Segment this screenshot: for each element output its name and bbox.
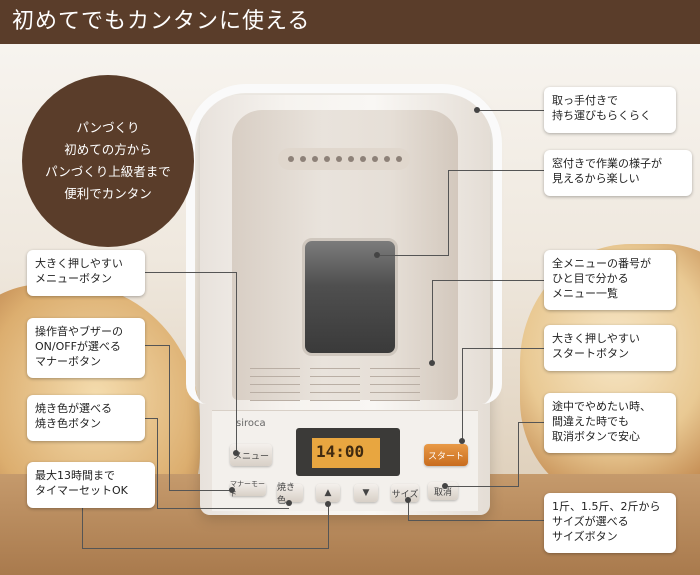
leader-menu-v: [236, 272, 237, 452]
leader-window: [448, 170, 546, 171]
leader-cancel-h: [446, 486, 519, 487]
leader-crust-dot: [286, 500, 292, 506]
leader-size: [408, 520, 546, 521]
leader-cancel-v: [518, 422, 519, 486]
leader-start-v: [462, 348, 463, 440]
callout-menu-button: 大きく押しやすい メニューボタン: [27, 250, 145, 296]
timer-up-button[interactable]: ▲: [316, 484, 340, 502]
callout-crust-button: 焼き色が選べる 焼き色ボタン: [27, 395, 145, 441]
callout-timer: 最大13時間まで タイマーセットOK: [27, 462, 155, 508]
leader-menulist-dot: [429, 360, 435, 366]
leader-menu: [140, 272, 236, 273]
leader-start: [462, 348, 546, 349]
leader-handle-dot: [474, 107, 480, 113]
header-banner: 初めてでもカンタンに使える: [0, 0, 700, 44]
callout-cancel-button: 途中でやめたい時、 間違えた時でも 取消ボタンで安心: [544, 393, 676, 453]
leader-timer-v: [82, 508, 83, 548]
leader-crust-v: [157, 418, 158, 508]
callout-menu-list: 全メニューの番号が ひと目で分かる メニュー一覧: [544, 250, 676, 310]
intro-bubble: パンづくり 初めての方から パンづくり上級者まで 便利でカンタン: [22, 75, 194, 247]
leader-menulist-v: [432, 280, 433, 362]
crust-button[interactable]: 焼き色: [277, 483, 303, 506]
leader-window-h: [380, 255, 449, 256]
start-button[interactable]: スタート: [424, 444, 468, 466]
lcd-time: 14:00: [316, 442, 365, 461]
lcd-screen: [312, 438, 380, 468]
leader-crust-h: [157, 508, 289, 509]
leader-manner-h: [169, 490, 231, 491]
leader-start-dot: [459, 438, 465, 444]
leader-window-dot: [374, 252, 380, 258]
leader-size-v: [408, 500, 409, 521]
leader-manner-v: [169, 345, 170, 490]
leader-window-v: [448, 170, 449, 256]
leader-crust: [145, 418, 157, 419]
callout-manner-button: 操作音やブザーの ON/OFFが選べる マナーボタン: [27, 318, 145, 378]
brand-logo: siroca: [236, 418, 266, 429]
viewing-window: [302, 238, 398, 356]
leader-handle: [478, 110, 546, 111]
leader-manner-dot: [229, 487, 235, 493]
leader-manner: [145, 345, 169, 346]
leader-timer-h: [82, 548, 328, 549]
leader-timer-v2: [328, 504, 329, 549]
menu-list-print: [250, 364, 440, 408]
leader-cancel-dot: [442, 483, 448, 489]
leader-cancel: [518, 422, 546, 423]
steam-vent: [278, 148, 410, 170]
callout-handle: 取っ手付きで 持ち運びもらくらく: [544, 87, 676, 133]
leader-menulist: [432, 280, 546, 281]
callout-window: 窓付きで作業の様子が 見えるから楽しい: [544, 150, 692, 196]
leader-size-dot: [405, 497, 411, 503]
leader-menu-dot: [233, 450, 239, 456]
callout-size-button: 1斤、1.5斤、2斤から サイズが選べる サイズボタン: [544, 493, 676, 553]
leader-timer-dot: [325, 501, 331, 507]
carry-handle: [186, 84, 502, 404]
timer-down-button[interactable]: ▼: [354, 484, 378, 502]
manner-button[interactable]: マナーモード: [230, 480, 266, 498]
menu-button[interactable]: メニュー: [230, 444, 272, 466]
callout-start-button: 大きく押しやすい スタートボタン: [544, 325, 676, 371]
page-title: 初めてでもカンタンに使える: [12, 9, 311, 34]
size-button[interactable]: サイズ: [391, 484, 419, 502]
